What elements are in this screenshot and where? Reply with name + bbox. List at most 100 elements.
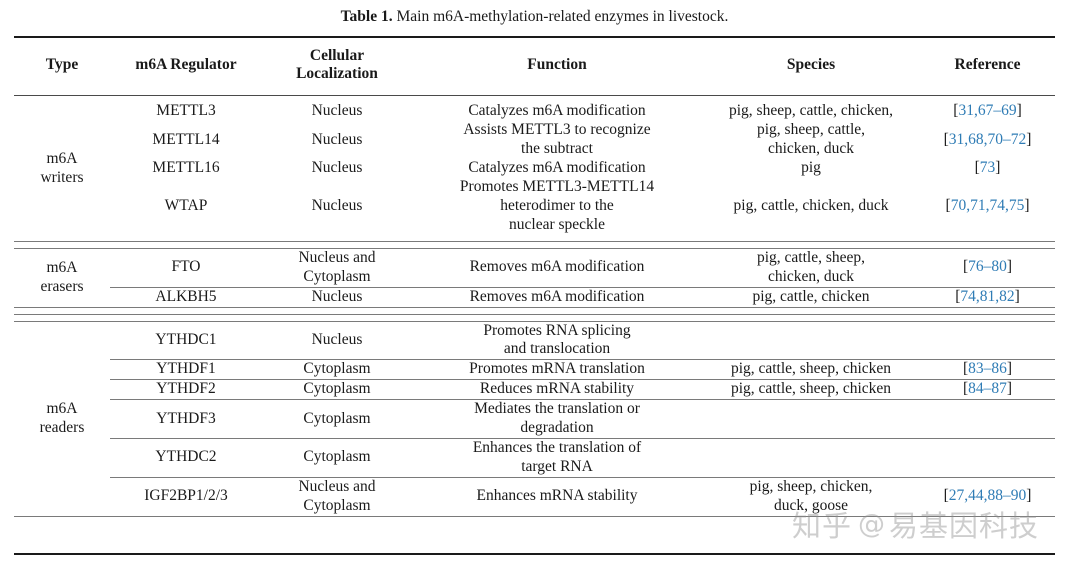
bracket-open: [ <box>953 102 959 120</box>
cell-function-line1: Assists METTL3 to recognize <box>463 121 651 139</box>
cell-localization: Nucleus <box>262 286 412 308</box>
column-header-function: Function <box>412 35 702 97</box>
cell-regulator: METTL14 <box>152 130 220 148</box>
cell-reference[interactable]: [27,44,88–90] <box>920 476 1055 517</box>
section-spacer <box>14 306 1055 315</box>
table-row: m6A readers YTHDC1 Nucleus Promotes RNA … <box>14 320 1055 517</box>
cell-species: pig, cattle, chicken <box>702 286 920 308</box>
section-type-label: m6A writers <box>14 102 110 234</box>
cell-function: Removes m6A modification <box>412 286 702 308</box>
cell-regulator: ALKBH5 <box>110 286 262 308</box>
cell-localization: Nucleus <box>311 197 363 215</box>
table-row: YTHDF3 Cytoplasm Mediates the translatio… <box>14 399 1055 439</box>
cell-regulator: YTHDC1 <box>110 320 262 360</box>
cell-localization: Cytoplasm <box>262 399 412 439</box>
cell-function-line2: target RNA <box>521 457 593 475</box>
main-table: Type m6A Regulator Cellular Localization… <box>14 35 1055 523</box>
bracket-open: [ <box>962 258 969 276</box>
bracket-close: ] <box>1006 360 1013 378</box>
cell-localization: Nucleus <box>311 130 363 148</box>
bracket-close: ] <box>1024 197 1030 215</box>
bracket-open: [ <box>943 487 949 505</box>
column-header-regulator: m6A Regulator <box>110 35 262 97</box>
caption-label: Table 1. <box>340 8 393 25</box>
cell-function-line1: Promotes METTL3-METTL14 <box>459 178 655 196</box>
cell-species-line1: pig, sheep, chicken, <box>749 477 873 495</box>
reference-numbers[interactable]: 27,44,88–90 <box>948 487 1027 505</box>
bracket-open: [ <box>945 197 951 215</box>
cell-function: Assists METTL3 to recognize the subtract <box>412 121 702 159</box>
cell-function-line1: Enhances the translation of <box>472 438 642 456</box>
reference-numbers[interactable]: 31,67–69 <box>958 102 1017 120</box>
table-row: YTHDF1 Cytoplasm Promotes mRNA translati… <box>14 359 1055 380</box>
cell-function: Enhances the translation of target RNA <box>412 437 702 478</box>
cell-localization-line2: Cytoplasm <box>303 496 371 514</box>
reference-numbers[interactable]: 73 <box>979 159 996 177</box>
section-type-line1: m6A <box>46 149 78 167</box>
table-row: m6A writers METTL3 Nucleus Catalyzes m6A… <box>14 102 1055 185</box>
section-type-label: m6A erasers <box>14 247 110 308</box>
section-type-line1: m6A <box>46 399 78 417</box>
header-row: Type m6A Regulator Cellular Localization… <box>14 35 1055 97</box>
cell-species <box>702 437 920 478</box>
reference-numbers[interactable]: 70,71,74,75 <box>950 197 1025 215</box>
cell-function-line2: the subtract <box>521 140 593 158</box>
cell-function-line2: heterodimer to the <box>500 197 614 215</box>
reference-numbers[interactable]: 74,81,82 <box>960 287 1015 305</box>
cell-regulator: YTHDF1 <box>110 359 262 380</box>
cell-localization: Cytoplasm <box>262 359 412 380</box>
cell-function: Enhances mRNA stability <box>412 476 702 517</box>
cell-reference[interactable]: [76–80] <box>920 247 1055 288</box>
cell-regulator: YTHDF2 <box>110 379 262 400</box>
cell-reference[interactable]: [74,81,82] <box>920 286 1055 308</box>
spacer-cell <box>14 515 1055 523</box>
spacer-cell <box>14 306 1055 315</box>
cell-reference[interactable]: [31,67–69] <box>920 102 1055 121</box>
reference-numbers[interactable]: 76–80 <box>968 258 1007 276</box>
cell-reference[interactable]: [73] <box>920 159 1055 178</box>
table-row: ALKBH5 Nucleus Removes m6A modification … <box>14 286 1055 308</box>
reference-numbers[interactable]: 83–86 <box>968 360 1007 378</box>
cell-reference[interactable]: [31,68,70–72] <box>920 121 1055 159</box>
bracket-close: ] <box>1006 258 1013 276</box>
section-m6a-readers: m6A readers YTHDC1 Nucleus Promotes RNA … <box>14 313 1055 523</box>
cell-function: Promotes METTL3-METTL14 heterodimer to t… <box>412 178 702 235</box>
table-header: Type m6A Regulator Cellular Localization… <box>14 35 1055 97</box>
column-header-localization-line1: Cellular <box>309 46 365 64</box>
cell-reference[interactable]: [84–87] <box>920 379 1055 400</box>
cell-species: pig, cattle, sheep, chicken <box>702 359 920 380</box>
cell-species: pig, cattle, sheep, chicken, duck <box>702 247 920 288</box>
bracket-close: ] <box>1014 287 1020 305</box>
bracket-open: [ <box>943 130 949 148</box>
cell-species <box>702 320 920 360</box>
cell-reference <box>920 399 1055 439</box>
cell-localization: Nucleus and Cytoplasm <box>262 247 412 288</box>
section-m6a-erasers: m6A erasers FTO Nucleus and Cytoplasm Re… <box>14 240 1055 315</box>
reference-numbers[interactable]: 31,68,70–72 <box>948 130 1027 148</box>
cell-species: pig, sheep, chicken, duck, goose <box>702 476 920 517</box>
section-type-label: m6A readers <box>14 320 110 517</box>
cell-species-line2: chicken, duck <box>767 267 855 285</box>
cell-reference[interactable]: [70,71,74,75] <box>920 178 1055 235</box>
cell-regulator: FTO <box>110 247 262 288</box>
cell-reference[interactable]: [83–86] <box>920 359 1055 380</box>
bracket-open: [ <box>962 360 969 378</box>
cell-species-line2: duck, goose <box>773 496 849 514</box>
column-header-species: Species <box>702 35 920 97</box>
caption-text: Main m6A-methylation-related enzymes in … <box>392 8 729 25</box>
column-header-localization: Cellular Localization <box>262 35 412 97</box>
cell-species: pig, cattle, chicken, duck <box>733 197 889 215</box>
cell-localization-line1: Nucleus and <box>298 248 376 266</box>
table-row: m6A erasers FTO Nucleus and Cytoplasm Re… <box>14 247 1055 308</box>
section-spacer <box>14 313 1055 322</box>
cell-function: Mediates the translation or degradation <box>412 399 702 439</box>
reference-numbers[interactable]: 84–87 <box>968 380 1007 398</box>
cell-localization: Nucleus and Cytoplasm <box>262 476 412 517</box>
cell-localization-line2: Cytoplasm <box>303 267 371 285</box>
cell-regulator: WTAP <box>164 197 208 215</box>
cell-function: Promotes RNA splicing and translocation <box>412 320 702 360</box>
cell-species-line1: pig, cattle, sheep, <box>756 248 866 266</box>
table-row: IGF2BP1/2/3 Nucleus and Cytoplasm Enhanc… <box>14 476 1055 517</box>
table-row: METTL14 Nucleus Assists METTL3 to recogn… <box>14 121 1055 159</box>
cell-localization: Nucleus <box>311 102 363 120</box>
